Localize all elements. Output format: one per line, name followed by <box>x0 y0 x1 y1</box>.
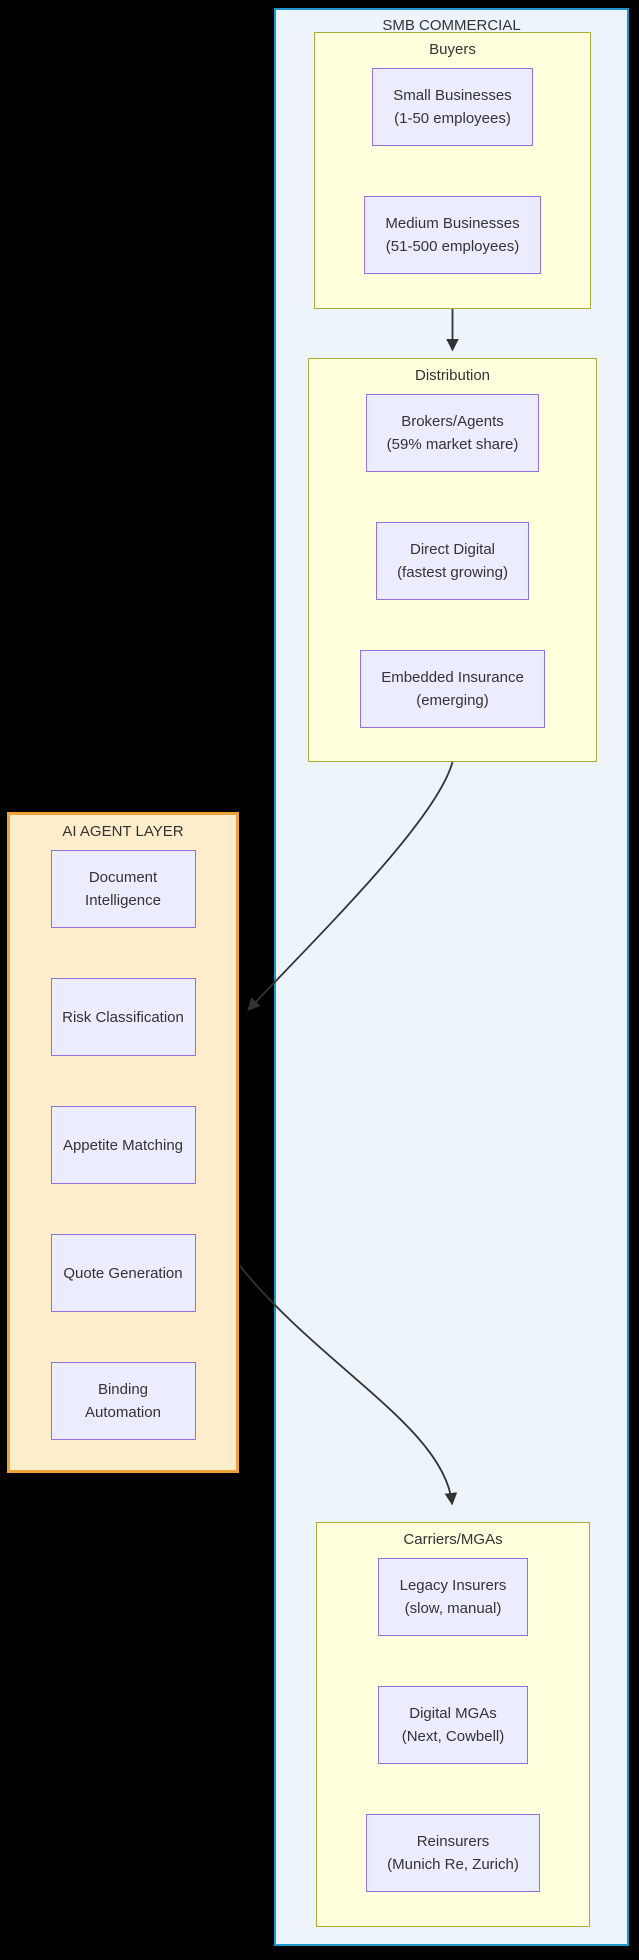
node-label: Direct Digital <box>409 541 496 558</box>
node-sublabel: (59% market share) <box>386 436 519 453</box>
node-embedded-insurance: Embedded Insurance (emerging) <box>360 650 545 728</box>
group-ai-agent-layer-title: AI AGENT LAYER <box>62 823 184 840</box>
group-buyers-title: Buyers <box>429 41 476 58</box>
node-small-businesses: Small Businesses (1-50 employees) <box>372 68 533 146</box>
group-distribution-nodes: Brokers/Agents (59% market share) Direct… <box>309 394 596 728</box>
node-label: Risk Classification <box>62 1008 184 1026</box>
node-legacy-insurers: Legacy Insurers (slow, manual) <box>378 1558 528 1636</box>
node-reinsurers: Reinsurers (Munich Re, Zurich) <box>366 1814 540 1892</box>
group-buyers-nodes: Small Businesses (1-50 employees) Medium… <box>315 68 590 274</box>
node-binding-automation: Binding Automation <box>50 1362 196 1440</box>
group-ai-agent-layer-nodes: Document Intelligence Risk Classificatio… <box>10 850 236 1440</box>
group-distribution-title: Distribution <box>414 367 491 384</box>
node-sublabel: (slow, manual) <box>404 1600 502 1617</box>
node-sublabel: (fastest growing) <box>397 564 508 581</box>
node-label: Digital MGAs <box>409 1705 497 1722</box>
node-appetite-matching: Appetite Matching <box>50 1106 196 1184</box>
node-sublabel: (Next, Cowbell) <box>401 1728 505 1745</box>
node-label: Brokers/Agents <box>401 413 504 430</box>
group-buyers: Buyers Small Businesses (1-50 employees)… <box>314 32 591 309</box>
node-label: Reinsurers <box>416 1833 490 1850</box>
node-sublabel: (1-50 employees) <box>394 110 511 127</box>
node-document-intelligence: Document Intelligence <box>50 850 196 928</box>
group-distribution: Distribution Brokers/Agents (59% market … <box>308 358 597 762</box>
node-label: Document Intelligence <box>85 869 161 909</box>
node-label: Embedded Insurance <box>381 669 524 686</box>
group-carriers-mgas-title: Carriers/MGAs <box>403 1531 503 1548</box>
group-carriers-mgas-nodes: Legacy Insurers (slow, manual) Digital M… <box>317 1558 589 1892</box>
node-risk-classification: Risk Classification <box>50 978 196 1056</box>
node-brokers-agents: Brokers/Agents (59% market share) <box>365 394 540 472</box>
node-digital-mgas: Digital MGAs (Next, Cowbell) <box>378 1686 528 1764</box>
node-sublabel: (51-500 employees) <box>385 238 520 255</box>
node-sublabel: (Munich Re, Zurich) <box>387 1856 519 1873</box>
node-label: Legacy Insurers <box>399 1577 507 1594</box>
node-label: Quote Generation <box>63 1264 183 1282</box>
node-label: Small Businesses <box>393 87 512 104</box>
node-label: Appetite Matching <box>62 1136 184 1154</box>
node-label: Medium Businesses <box>385 215 520 232</box>
group-carriers-mgas: Carriers/MGAs Legacy Insurers (slow, man… <box>316 1522 590 1927</box>
smb-commercial-title: SMB COMMERCIAL <box>382 17 521 34</box>
node-sublabel: (emerging) <box>416 692 489 709</box>
group-ai-agent-layer: AI AGENT LAYER Document Intelligence Ris… <box>7 812 239 1473</box>
node-quote-generation: Quote Generation <box>50 1234 196 1312</box>
node-label: Binding Automation <box>85 1381 161 1421</box>
node-medium-businesses: Medium Businesses (51-500 employees) <box>364 196 541 274</box>
node-direct-digital: Direct Digital (fastest growing) <box>376 522 529 600</box>
